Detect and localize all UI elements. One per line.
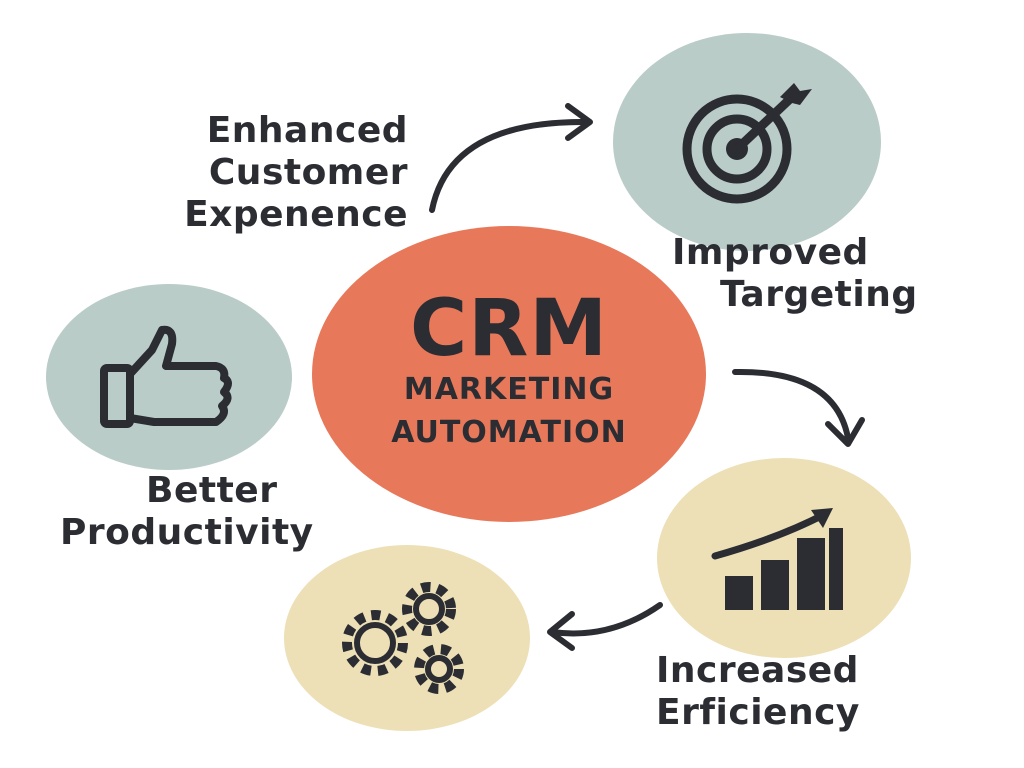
arrow-to-productivity bbox=[549, 602, 663, 637]
arrow-to-efficiency bbox=[732, 368, 851, 441]
label-enhanced-customer-experience: Enhanced Customer Expenence bbox=[140, 110, 408, 236]
label-line: Customer bbox=[208, 152, 408, 193]
center-subtitle-line1: MARKETING bbox=[403, 372, 615, 407]
gears-circle bbox=[284, 545, 530, 731]
label-line: Expenence bbox=[184, 194, 408, 235]
label-line: Better bbox=[146, 470, 278, 511]
label-line: Enhanced bbox=[206, 110, 408, 151]
label-line: Improved bbox=[672, 232, 869, 273]
gears-icon bbox=[342, 582, 464, 694]
label-better-productivity: Better Productivity bbox=[60, 470, 350, 554]
arrow-to-targeting bbox=[429, 118, 591, 213]
label-line: Productivity bbox=[60, 512, 314, 553]
target-icon bbox=[682, 83, 812, 204]
label-improved-targeting: Improved Targeting bbox=[672, 232, 947, 316]
center-title: CRM bbox=[410, 284, 608, 374]
label-increased-efficiency: Increased Erficiency bbox=[656, 650, 916, 734]
label-line: Targeting bbox=[720, 274, 918, 315]
growth-chart-icon bbox=[711, 508, 843, 610]
thumbs-circle bbox=[46, 284, 292, 470]
center-circle bbox=[312, 226, 706, 522]
target-circle bbox=[613, 33, 881, 251]
label-line: Increased bbox=[656, 650, 859, 691]
thumbs-up-icon bbox=[100, 325, 232, 428]
chart-circle bbox=[657, 458, 911, 658]
label-line: Erficiency bbox=[656, 692, 860, 733]
center-subtitle-line2: AUTOMATION bbox=[391, 415, 627, 450]
